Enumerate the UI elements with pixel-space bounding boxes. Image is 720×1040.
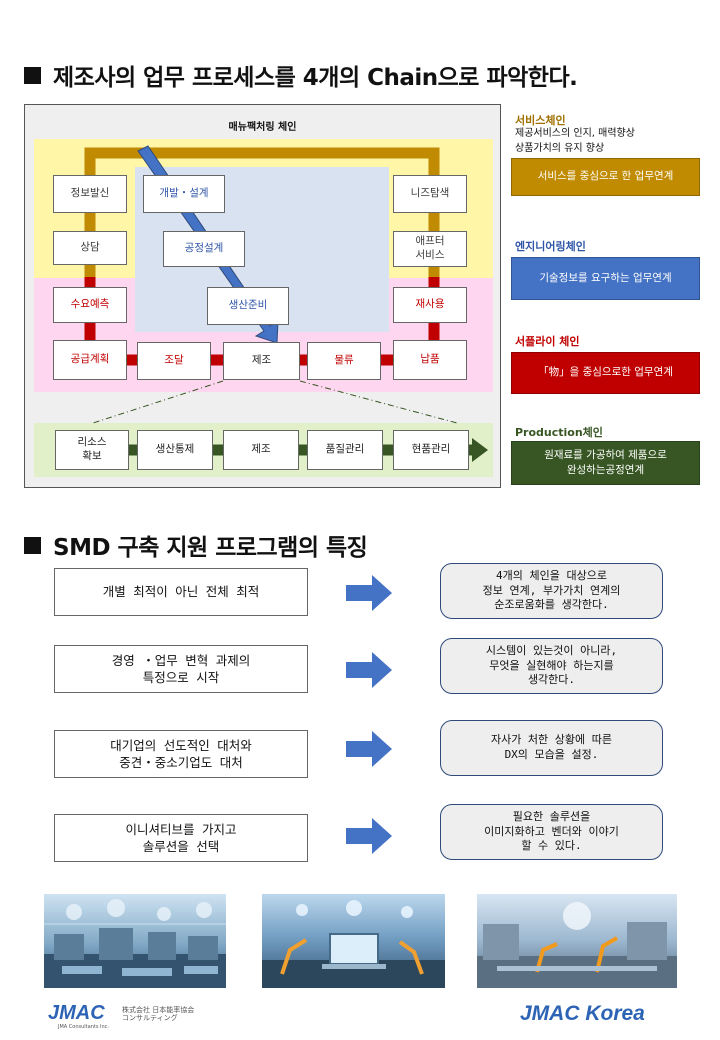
- box-production-prep: 생산준비: [207, 287, 289, 325]
- box-development-design: 개발・설계: [143, 175, 225, 213]
- jmac-logo-subtitle: 株式会社 日本能率協会 コンサルティング: [122, 1006, 195, 1023]
- chain-service-box: 서비스를 중심으로 한 업무연계: [511, 158, 700, 196]
- feature-4-arrow-icon: [346, 818, 392, 854]
- jmac-logo-text: JMAC: [48, 1002, 105, 1024]
- box-after-service: 애프터 서비스: [393, 231, 467, 267]
- chain-service-desc: 제공서비스의 인지, 매력향상 상품가치의 유지 향상: [515, 128, 635, 154]
- chain-supply-box: 「物」을 중심으로한 업무연계: [511, 352, 700, 394]
- box-delivery: 납품: [393, 340, 467, 380]
- feature-2-left: 경영 ・업무 변혁 과제의 특정으로 시작: [54, 645, 308, 693]
- dashdot-left: [92, 380, 224, 424]
- feature-2-right: 시스템이 있는것이 아니라, 무엇을 실현해야 하는지를 생각한다.: [440, 638, 663, 694]
- factory-illustration-3: [477, 902, 677, 988]
- feature-1-right: 4개의 체인을 대상으로 정보 연계, 부가가치 연계의 순조로움화를 생각한다…: [440, 563, 663, 619]
- factory-photo-3: [477, 894, 677, 988]
- section2-heading: SMD 구축 지원 프로그램의 특징: [24, 528, 368, 562]
- service-chain-line: [84, 147, 440, 175]
- feature-3-right: 자사가 처한 상황에 따른 DX의 모습을 설정.: [440, 720, 663, 776]
- section1-heading: 제조사의 업무 프로세스를 4개의 Chain으로 파악한다.: [24, 58, 578, 92]
- feature-1-left: 개별 최적이 아닌 전체 최적: [54, 568, 308, 616]
- box-reuse: 재사용: [393, 287, 467, 323]
- factory-illustration-1: [44, 899, 226, 988]
- square-bullet-icon: [24, 66, 41, 84]
- jmac-korea-logo: JMAC Korea: [520, 1002, 645, 1025]
- square-bullet-icon: [24, 536, 41, 554]
- box-quality-control: 품질관리: [307, 430, 383, 470]
- factory-illustration-2: [262, 900, 445, 988]
- chain-engineering-box: 기술정보를 요구하는 업무연계: [511, 257, 700, 300]
- jmac-logo-caption: JMA Consultants Inc.: [58, 1024, 110, 1030]
- dashdot-right: [299, 380, 458, 424]
- box-demand-forecast: 수요예측: [53, 287, 127, 323]
- box-consult: 상담: [53, 231, 127, 265]
- chain-supply-title: 서플라이 체인: [515, 335, 580, 348]
- box-onsite-control: 현품관리: [393, 430, 469, 470]
- chain-production-box: 원재료를 가공하여 제품으로 완성하는공정연계: [511, 441, 700, 485]
- feature-1-arrow-icon: [346, 575, 392, 611]
- section1-heading-text: 제조사의 업무 프로세스를 4개의 Chain으로 파악한다.: [53, 65, 578, 91]
- factory-photo-1: [44, 894, 226, 988]
- box-supply-plan: 공급계획: [53, 340, 127, 380]
- box-info-publish: 정보발신: [53, 175, 127, 213]
- feature-4-right: 필요한 솔루션을 이미지화하고 벤더와 이야기 할 수 있다.: [440, 804, 663, 860]
- box-logistics: 물류: [307, 342, 381, 380]
- jmac-logo-left: JMAC 株式会社 日本能率協会 コンサルティング JMA Consultant…: [48, 1002, 198, 1032]
- chain-engineering-title: 엔지니어링체인: [515, 240, 586, 253]
- manufacturing-chain-diagram: 매뉴팩처링 체인 정보발신 상담 수요예측 공급계획 니즈탐색 애프터 서비스 …: [24, 104, 501, 488]
- box-manufacturing-2: 제조: [223, 430, 299, 470]
- feature-3-arrow-icon: [346, 731, 392, 767]
- box-needs-search: 니즈탐색: [393, 175, 467, 213]
- chain-service-title: 서비스체인: [515, 114, 566, 127]
- section2-heading-text: SMD 구축 지원 프로그램의 특징: [53, 535, 368, 561]
- box-production-control: 생산통제: [137, 430, 213, 470]
- box-process-design: 공정설계: [163, 231, 245, 267]
- box-procurement: 조달: [137, 342, 211, 380]
- feature-2-arrow-icon: [346, 652, 392, 688]
- feature-3-left: 대기업의 선도적인 대처와 중견・중소기업도 대처: [54, 730, 308, 778]
- box-manufacturing: 제조: [223, 342, 300, 380]
- feature-4-left: 이니셔티브를 가지고 솔루션을 선택: [54, 814, 308, 862]
- production-arrowhead-icon: [472, 438, 488, 462]
- box-resource-secure: 리소스 확보: [55, 430, 129, 470]
- diagram-title: 매뉴팩처링 체인: [228, 122, 297, 133]
- factory-photo-2: [262, 894, 445, 988]
- chain-production-title: Production체인: [515, 426, 603, 439]
